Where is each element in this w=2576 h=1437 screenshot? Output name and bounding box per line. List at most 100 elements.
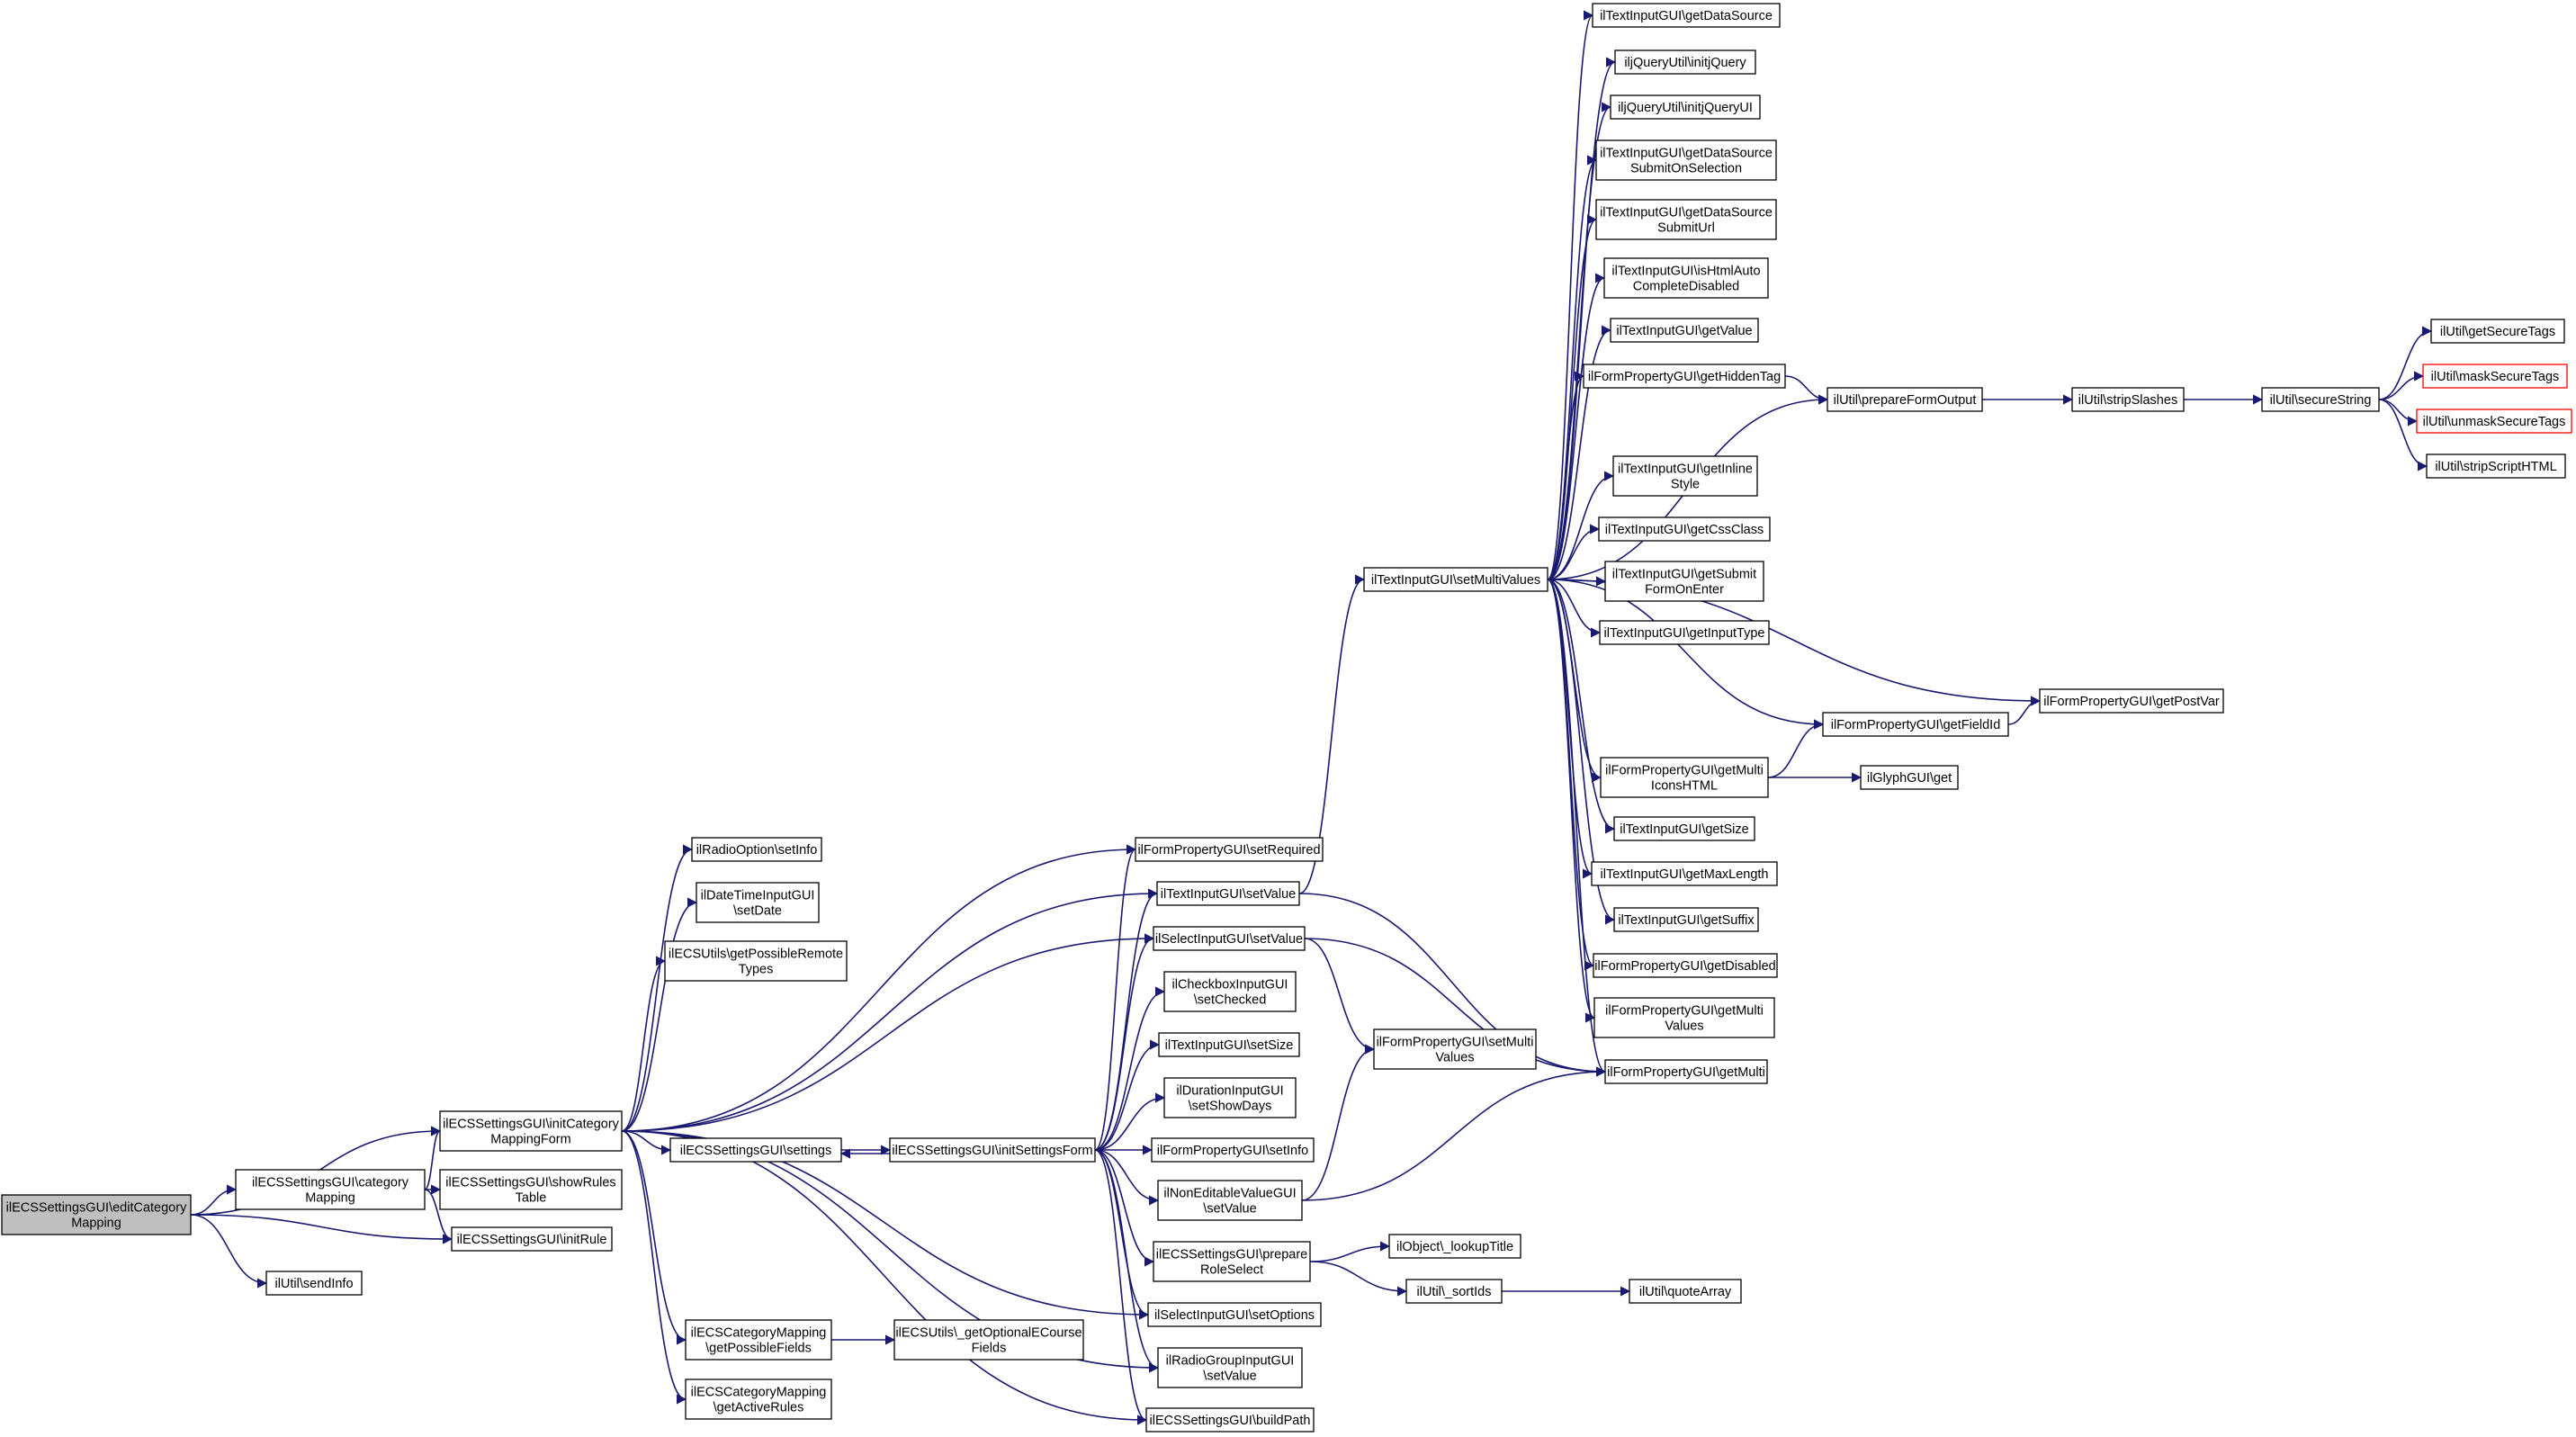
node-dtSetDate[interactable]: ilDateTimeInputGUI\setDate [696,882,820,923]
node-box [2261,387,2380,412]
node-getDSSubmitSel[interactable]: ilTextInputGUI\getDataSourceSubmitOnSele… [1595,139,1777,181]
node-box [1604,561,1764,602]
node-getPostVar[interactable]: ilFormPropertyGUI\getPostVar [2039,688,2224,714]
node-stripSlashes[interactable]: ilUtil\stripSlashes [2071,387,2185,412]
node-label: Values [1435,1051,1474,1065]
edge-initCatForm-dtSetDate [621,897,698,1132]
node-rgSetValue[interactable]: ilRadioGroupInputGUI\setValue [1157,1347,1303,1388]
node-glyphGet[interactable]: ilGlyphGUI\get [1860,765,1959,790]
node-durSetShowDays[interactable]: ilDurationInputGUI\setShowDays [1163,1077,1297,1118]
node-isHtmlAuto[interactable]: ilTextInputGUI\isHtmlAutoCompleteDisable… [1603,257,1769,299]
node-label: ilDurationInputGUI [1176,1084,1283,1099]
node-getValue[interactable]: ilTextInputGUI\getValue [1610,318,1759,343]
edge-initCatForm-buildPath [621,1130,1148,1425]
node-radioSetInfo[interactable]: ilRadioOption\setInfo [691,837,822,862]
node-selSetValue[interactable]: ilSelectInputGUI\setValue [1153,926,1306,951]
node-maskSecureTags[interactable]: ilUtil\maskSecureTags [2422,364,2568,389]
node-label: ilTextInputGUI\getDataSource [1600,206,1773,220]
edge-selSetValue-getMulti [1304,938,1607,1077]
node-initjQueryUI[interactable]: iljQueryUtil\initjQueryUI [1610,94,1761,120]
edge-setMultiValues-getDataSource [1547,10,1594,580]
node-box [2426,454,2566,479]
node-box [1156,881,1300,906]
node-stripScriptHTML[interactable]: ilUtil\stripScriptHTML [2426,454,2566,479]
node-lookupTitle[interactable]: ilObject\_lookupTitle [1388,1234,1521,1259]
node-buildPath[interactable]: ilECSSettingsGUI\buildPath [1145,1407,1315,1433]
edge-initSettingsForm-setRequired [1094,844,1137,1151]
node-initSettingsForm[interactable]: ilECSSettingsGUI\initSettingsForm [889,1137,1096,1163]
node-getCssClass[interactable]: ilTextInputGUI\getCssClass [1598,516,1771,542]
node-quoteArray[interactable]: ilUtil\quoteArray [1629,1279,1742,1304]
node-getActiveRules[interactable]: ilECSCategoryMapping\getActiveRules [685,1379,832,1420]
node-box [1614,49,1756,75]
edge-initSettingsForm-cbSetChecked [1094,986,1166,1151]
node-unmaskSecureTags[interactable]: ilUtil\unmaskSecureTags [2416,409,2572,434]
node-label: ilCheckboxInputGUI [1172,978,1288,992]
node-tiSetSize[interactable]: ilTextInputGUI\setSize [1158,1032,1300,1057]
node-getHiddenTag[interactable]: ilFormPropertyGUI\getHiddenTag [1583,364,1786,389]
edge-setMultiValues-getInlineStyle [1547,471,1615,580]
node-setRequired[interactable]: ilFormPropertyGUI\setRequired [1135,837,1324,862]
node-getFieldId[interactable]: ilFormPropertyGUI\getFieldId [1822,712,2009,737]
edge-prepRole-sortIds [1309,1261,1408,1297]
node-prepareFormOutput[interactable]: ilUtil\prepareFormOutput [1827,387,1983,412]
node-box [1613,907,1759,932]
edge-secureString-getSecureTags [2378,326,2433,400]
node-getDisabled[interactable]: ilFormPropertyGUI\getDisabled [1593,953,1778,978]
edge-nevSetValue-getMulti [1301,1066,1607,1201]
node-label: ilTextInputGUI\isHtmlAuto [1611,265,1760,279]
node-label: ilUtil\maskSecureTags [2431,370,2560,384]
node-label: ilECSCategoryMapping [691,1386,827,1400]
node-box [664,940,848,982]
node-getSecureTags[interactable]: ilUtil\getSecureTags [2430,319,2565,344]
node-box [1603,257,1769,299]
node-initjQuery[interactable]: iljQueryUtil\initjQuery [1614,49,1756,75]
node-secureString[interactable]: ilUtil\secureString [2261,387,2380,412]
node-initRule[interactable]: ilECSSettingsGUI\initRule [451,1226,613,1252]
node-box [1583,364,1786,389]
node-box [1163,971,1297,1012]
node-box [1592,3,1781,28]
node-cbSetChecked[interactable]: ilCheckboxInputGUI\setChecked [1163,971,1297,1012]
node-getMaxLength[interactable]: ilTextInputGUI\getMaxLength [1591,861,1778,886]
node-settings[interactable]: ilECSSettingsGUI\settings [669,1137,842,1163]
node-label: ilECSSettingsGUI\settings [680,1144,831,1158]
node-selSetOptions[interactable]: ilSelectInputGUI\setOptions [1147,1302,1322,1327]
node-sendInfo[interactable]: ilUtil\sendInfo [265,1271,363,1296]
node-getPossFields[interactable]: ilECSCategoryMapping\getPossibleFields [685,1319,832,1361]
node-getSuffix[interactable]: ilTextInputGUI\getSuffix [1613,907,1759,932]
node-setMultiValues[interactable]: ilTextInputGUI\setMultiValues [1363,567,1548,592]
node-getDataSource[interactable]: ilTextInputGUI\getDataSource [1592,3,1781,28]
edge-initCatForm-selSetValue [621,933,1155,1132]
node-label: Fields [972,1342,1007,1356]
node-getInputType[interactable]: ilTextInputGUI\getInputType [1599,620,1770,645]
edge-initSettingsForm-nevSetValue [1094,1149,1160,1206]
edge-secureString-stripScriptHTML [2378,399,2428,472]
node-box [1163,1077,1297,1118]
node-getMulti[interactable]: ilFormPropertyGUI\getMulti [1604,1059,1768,1084]
node-label: \setDate [733,904,782,919]
node-fpSetInfo[interactable]: ilFormPropertyGUI\setInfo [1151,1137,1315,1163]
node-setMultiValuesFP[interactable]: ilFormPropertyGUI\setMultiValues [1373,1028,1537,1070]
node-sortIds[interactable]: ilUtil\_sortIds [1405,1279,1503,1304]
node-tiSetValue[interactable]: ilTextInputGUI\setValue [1156,881,1300,906]
node-nevSetValue[interactable]: ilNonEditableValueGUI\setValue [1157,1180,1303,1221]
node-getSize[interactable]: ilTextInputGUI\getSize [1613,816,1755,841]
node-box [1157,1180,1303,1221]
edge-catMap-initCatForm [424,1126,442,1190]
node-box [1860,765,1959,790]
edge-initSettingsForm-selSetValue [1094,933,1155,1151]
node-box [1153,926,1306,951]
